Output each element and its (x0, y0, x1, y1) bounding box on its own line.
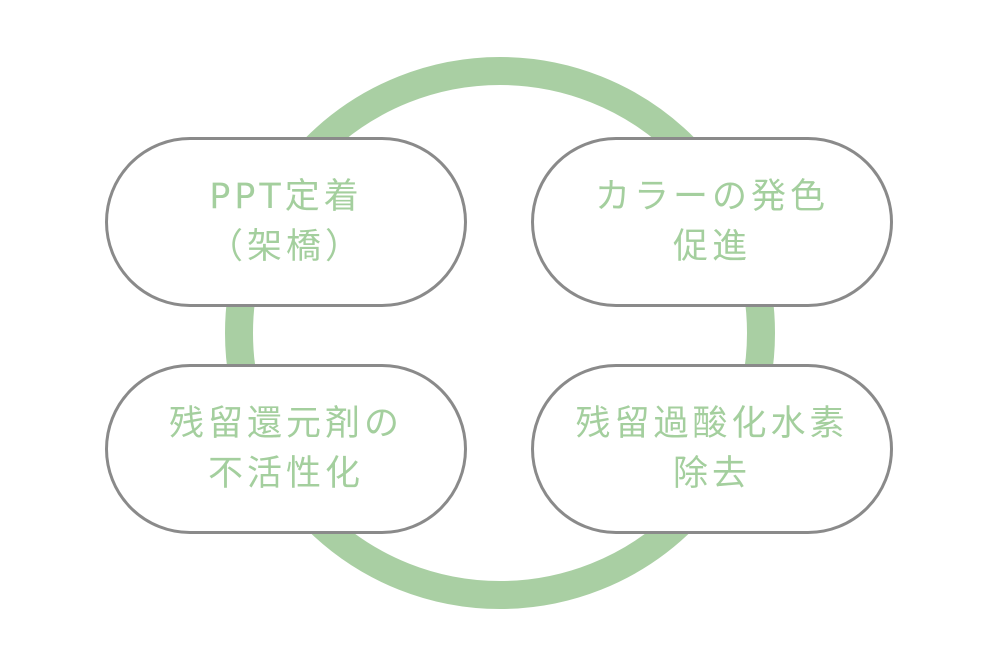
step-label-line2: 不活性化 (207, 454, 364, 494)
step-label-line2: （架橋） (207, 227, 364, 267)
step-label-line2: 除去 (672, 454, 751, 494)
step-label-line1: 残留還元剤の (168, 404, 403, 444)
step-label-line1: 残留過酸化水素 (575, 404, 849, 444)
step-reducer-inactivation: 残留還元剤の 不活性化 (105, 364, 467, 534)
step-label-line1: PPT定着 (209, 177, 363, 217)
step-peroxide-removal: 残留過酸化水素 除去 (531, 364, 893, 534)
step-ppt-fixation: PPT定着 （架橋） (105, 137, 467, 307)
cycle-ring-stroke (225, 57, 775, 609)
step-color-development: カラーの発色 促進 (531, 137, 893, 307)
step-label-line1: カラーの発色 (594, 177, 829, 217)
step-label-line2: 促進 (672, 227, 751, 267)
